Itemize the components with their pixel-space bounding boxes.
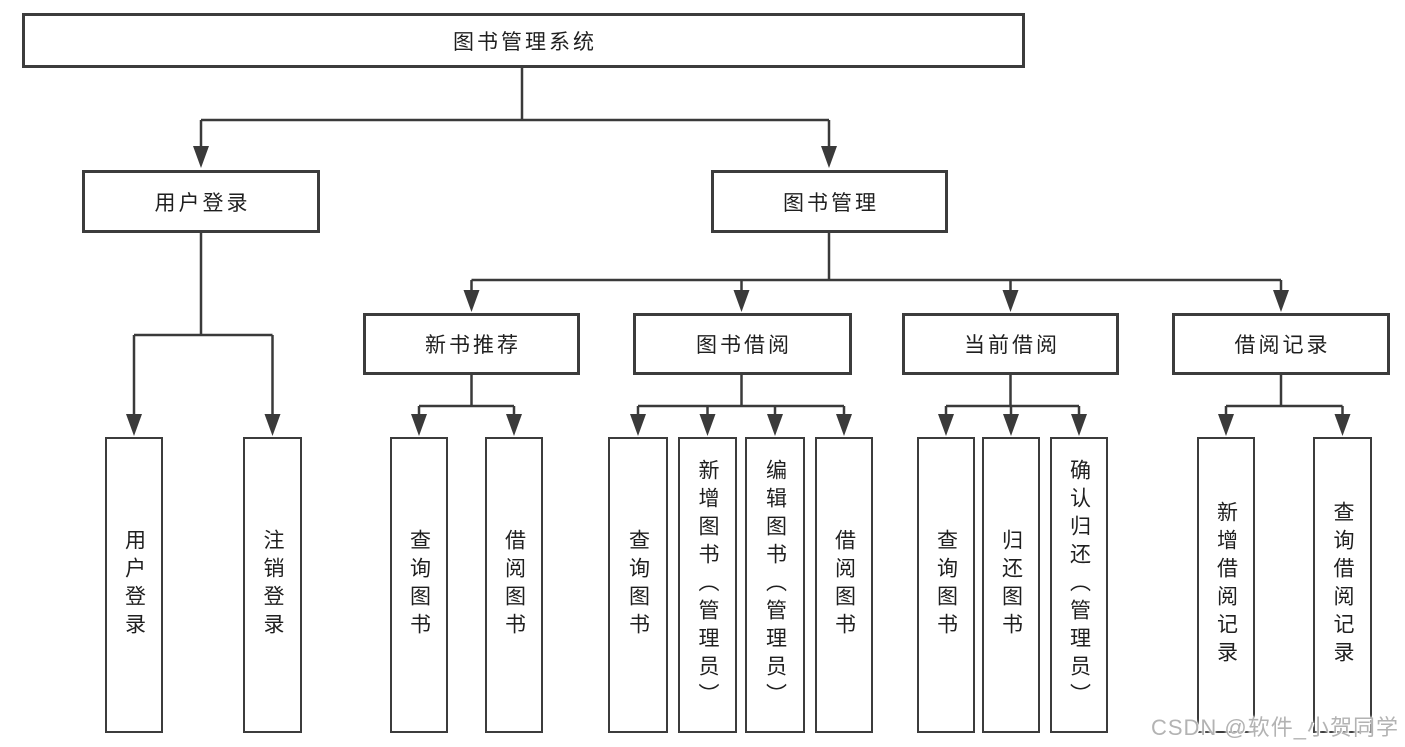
node-label: 借阅图书 xyxy=(502,529,526,641)
node-borrow-records: 借阅记录 xyxy=(1172,313,1390,375)
node-label: 借阅记录 xyxy=(1234,334,1331,357)
leaf-borrow-books-recommend: 借阅图书 xyxy=(485,437,543,733)
node-library-system: 图书管理系统 xyxy=(22,13,1025,68)
node-label: 查询图书 xyxy=(934,529,958,641)
leaf-borrow-books-borrowing: 借阅图书 xyxy=(815,437,873,733)
node-book-management-branch: 图书管理 xyxy=(711,170,948,233)
node-label: 图书借阅 xyxy=(696,334,792,357)
node-label: 注销登录 xyxy=(261,529,284,641)
node-label: 当前借阅 xyxy=(964,334,1060,357)
node-label: 新书推荐 xyxy=(425,334,521,357)
node-new-book-recommend: 新书推荐 xyxy=(363,313,580,375)
node-label: 新增借阅记录 xyxy=(1214,501,1238,669)
node-label: 编辑图书（管理员） xyxy=(763,459,787,711)
leaf-query-borrow-record: 查询借阅记录 xyxy=(1313,437,1372,733)
node-user-login-branch: 用户登录 xyxy=(82,170,320,233)
leaf-query-books-current: 查询图书 xyxy=(917,437,975,733)
node-current-borrowing: 当前借阅 xyxy=(902,313,1119,375)
node-label: 新增图书（管理员） xyxy=(696,459,719,711)
leaf-logout: 注销登录 xyxy=(243,437,302,733)
leaf-add-borrow-record: 新增借阅记录 xyxy=(1197,437,1255,733)
node-label: 查询借阅记录 xyxy=(1331,501,1354,669)
leaf-edit-book-admin: 编辑图书（管理员） xyxy=(745,437,805,733)
leaf-confirm-return-admin: 确认归还（管理员） xyxy=(1050,437,1108,733)
leaf-add-book-admin: 新增图书（管理员） xyxy=(678,437,737,733)
watermark: CSDN @软件_小贺同学 xyxy=(1150,715,1399,740)
leaf-return-books: 归还图书 xyxy=(982,437,1040,733)
arrowheads xyxy=(126,146,1351,436)
leaf-query-books-borrowing: 查询图书 xyxy=(608,437,668,733)
node-label: 借阅图书 xyxy=(832,529,856,641)
node-label: 查询图书 xyxy=(407,529,431,641)
node-label: 确认归还（管理员） xyxy=(1067,459,1091,711)
leaf-query-books-recommend: 查询图书 xyxy=(390,437,448,733)
node-label: 查询图书 xyxy=(626,529,650,641)
node-book-borrowing: 图书借阅 xyxy=(633,313,852,375)
node-label: 图书管理 xyxy=(783,191,879,215)
node-label: 用户登录 xyxy=(154,191,251,215)
node-label: 图书管理系统 xyxy=(453,30,597,54)
node-label: 归还图书 xyxy=(999,529,1023,641)
node-label: 用户登录 xyxy=(122,529,146,641)
leaf-user-login: 用户登录 xyxy=(105,437,163,733)
